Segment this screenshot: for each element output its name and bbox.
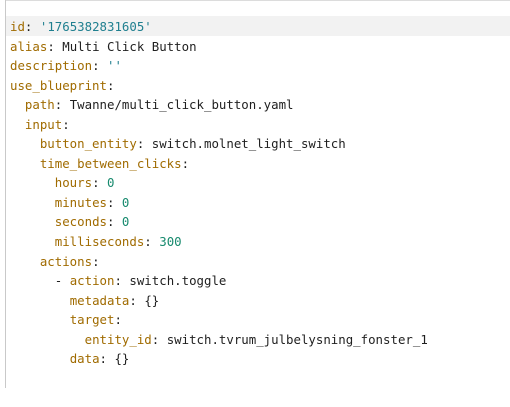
key-colon: : — [54, 97, 63, 113]
line-indent — [10, 156, 40, 171]
yaml-value: Twanne/multi_click_button.yaml — [69, 97, 294, 113]
value-space — [114, 195, 121, 210]
code-line[interactable]: metadata: {} — [10, 291, 428, 311]
yaml-value: Multi Click Button — [62, 38, 197, 54]
editor-gutter-border — [5, 0, 6, 388]
line-indent — [10, 136, 40, 151]
yaml-key: input — [24, 116, 63, 132]
value-space — [144, 136, 151, 151]
code-content[interactable]: id: '1765382831605'alias: Multi Click Bu… — [10, 17, 428, 369]
line-indent — [10, 195, 55, 210]
yaml-key: action — [69, 273, 115, 289]
code-line[interactable]: target: — [10, 310, 428, 330]
code-line[interactable]: id: '1765382831605' — [10, 17, 428, 37]
code-line[interactable]: input: — [10, 115, 428, 135]
key-colon: : — [92, 253, 100, 269]
yaml-value: 0 — [107, 175, 115, 191]
active-line-highlight — [6, 16, 510, 36]
line-indent — [10, 117, 25, 132]
line-indent — [10, 312, 70, 327]
key-colon: : — [106, 77, 115, 93]
yaml-key: milliseconds — [54, 234, 145, 250]
yaml-value: switch.toggle — [129, 273, 227, 289]
line-indent — [10, 214, 55, 229]
yaml-key: data — [69, 351, 100, 367]
yaml-value: {} — [114, 351, 130, 367]
code-line[interactable]: path: Twanne/multi_click_button.yaml — [10, 95, 428, 115]
key-colon: : — [62, 116, 70, 132]
value-space — [32, 19, 39, 34]
yaml-key: time_between_clicks — [39, 155, 182, 171]
code-line[interactable]: milliseconds: 300 — [10, 232, 428, 252]
line-indent — [10, 234, 55, 249]
editor-top-border — [5, 0, 510, 1]
yaml-key: description — [10, 58, 93, 74]
value-space — [62, 97, 69, 112]
key-colon: : — [144, 234, 152, 250]
yaml-value: '1765382831605' — [39, 19, 152, 34]
key-colon: : — [136, 136, 145, 152]
yaml-value: 0 — [121, 214, 130, 230]
key-colon: : — [24, 19, 33, 34]
code-line[interactable]: hours: 0 — [10, 173, 428, 193]
code-line[interactable]: description: '' — [10, 56, 428, 76]
key-colon: : — [151, 331, 160, 347]
line-indent — [10, 351, 70, 366]
line-indent — [10, 97, 25, 112]
line-indent — [10, 293, 70, 308]
line-indent — [10, 254, 40, 269]
yaml-key: path — [24, 97, 55, 113]
code-line[interactable]: minutes: 0 — [10, 193, 428, 213]
value-space — [100, 58, 107, 73]
key-colon: : — [129, 292, 137, 308]
yaml-key: hours — [54, 175, 93, 191]
code-line[interactable]: alias: Multi Click Button — [10, 37, 428, 57]
code-line[interactable]: button_entity: switch.molnet_light_switc… — [10, 134, 428, 154]
code-line[interactable]: entity_id: switch.tvrum_julbelysning_fon… — [10, 330, 428, 350]
yaml-value: switch.molnet_light_switch — [151, 136, 346, 152]
key-colon: : — [92, 175, 100, 191]
yaml-value: '' — [107, 58, 122, 74]
value-space — [159, 332, 166, 347]
key-colon: : — [106, 214, 115, 230]
key-colon: : — [114, 312, 122, 328]
code-line[interactable]: data: {} — [10, 349, 428, 369]
yaml-value: 0 — [121, 194, 130, 210]
code-line[interactable]: time_between_clicks: — [10, 154, 428, 174]
yaml-key: seconds — [54, 214, 107, 230]
value-space — [114, 214, 121, 229]
yaml-value: switch.tvrum_julbelysning_fonster_1 — [166, 331, 428, 347]
yaml-key: use_blueprint — [10, 77, 107, 93]
line-indent — [10, 175, 55, 190]
key-colon: : — [114, 273, 122, 289]
line-indent — [10, 332, 85, 347]
yaml-key: actions — [39, 253, 93, 269]
code-line[interactable]: seconds: 0 — [10, 212, 428, 232]
key-colon: : — [181, 155, 190, 171]
yaml-value: 300 — [159, 234, 182, 250]
code-line[interactable]: use_blueprint: — [10, 76, 428, 96]
yaml-key: alias — [10, 38, 48, 54]
key-colon: : — [99, 351, 107, 367]
list-dash: - — [54, 273, 70, 289]
code-line[interactable]: - action: switch.toggle — [10, 271, 428, 291]
yaml-key: entity_id — [84, 331, 152, 347]
key-colon: : — [47, 38, 55, 54]
code-line[interactable]: actions: — [10, 252, 428, 272]
yaml-key: metadata — [69, 292, 130, 308]
value-space — [100, 175, 107, 190]
yaml-key: target — [69, 312, 115, 328]
yaml-key: minutes — [54, 194, 107, 210]
yaml-value: {} — [144, 292, 160, 308]
yaml-key: id — [10, 19, 25, 34]
line-indent — [10, 273, 55, 288]
key-colon: : — [106, 194, 115, 210]
yaml-key: button_entity — [39, 136, 137, 152]
key-colon: : — [92, 58, 100, 74]
